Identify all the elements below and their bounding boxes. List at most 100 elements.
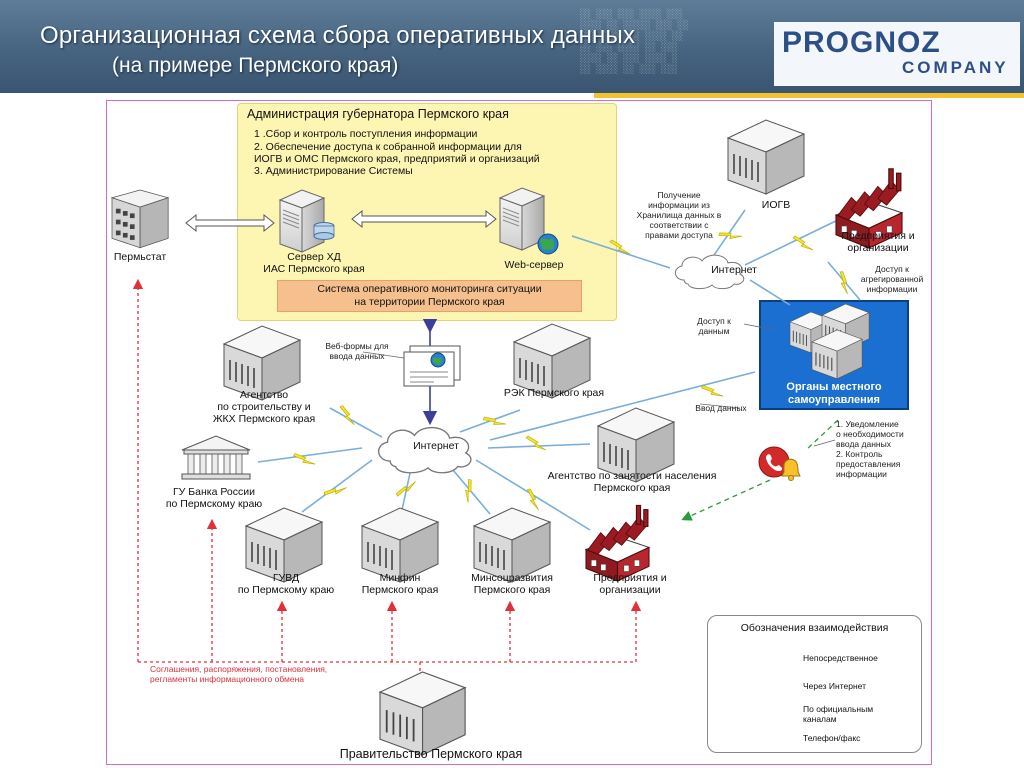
employment-agency-label: Агентство по занятости населения Пермско… — [520, 470, 744, 494]
bank-label-line-1: ГУ Банка России — [173, 486, 255, 498]
annotation-access-line: данным — [698, 326, 730, 336]
guvd-building-icon — [245, 507, 323, 583]
dw-server-label-2: ИАС Пермского края — [263, 263, 365, 275]
annotation-get-info-line: правами доступа — [645, 230, 713, 240]
dw-server-label-1: Сервер ХД — [287, 251, 341, 263]
minsoc-label: Минсоцразвития Пермского края — [452, 572, 572, 596]
diagram-frame — [106, 100, 932, 765]
minsoc-building-icon — [473, 507, 551, 583]
legend-internet-label: Через Интернет — [803, 681, 867, 691]
annotation-agreements-line: регламенты информационного обмена — [150, 674, 305, 684]
local-government-line-2: самоуправления — [788, 394, 880, 406]
admin-title: Администрация губернатора Пермского края — [247, 107, 509, 121]
annotation-aggregated-access: Доступ к агрегированной информации — [852, 264, 932, 294]
rek-label: РЭК Пермского края — [503, 387, 605, 399]
bank-label: ГУ Банка России по Пермскому краю — [144, 486, 284, 510]
minsoc-label-line-1: Минсоцразвития — [471, 572, 553, 584]
company-logo: PROGNOZ COMPANY — [774, 22, 1020, 86]
page-subtitle: (на примере Пермского края) — [112, 54, 399, 77]
minsoc-label-line-2: Пермского края — [473, 584, 551, 596]
monitoring-system-label: Система оперативного мониторинга ситуаци… — [277, 283, 582, 309]
logo-wordmark: PROGNOZ — [782, 26, 941, 59]
annotation-aggr-line: агрегированной — [860, 274, 924, 284]
minfin-label-line-2: Пермского края — [361, 584, 439, 596]
annotation-data-input: Ввод данных — [695, 403, 747, 413]
enterprises-top-line-2: организации — [847, 242, 909, 254]
admin-item: ИОГВ и ОМС Пермского края, предприятий и… — [254, 153, 540, 165]
monitoring-line-2: на территории Пермского края — [354, 296, 505, 308]
annotation-aggr-line: информации — [866, 284, 918, 294]
annotation-get-info-line: Хранилища данных в — [636, 210, 722, 220]
agency-construction-label: Агентство по строительству и ЖКХ Пермско… — [184, 389, 344, 425]
annotation-notify-line: 1. Уведомление — [836, 419, 899, 429]
enterprise-factory-icon-bottom — [585, 504, 650, 582]
legend-official-line-1: По официальным — [803, 704, 874, 714]
web-form-document-icon — [403, 345, 461, 387]
decorative-code-background: ░░ ░░░ ░░░ ░░░░ ░░░░░░░ ░░ ░░░░░ ░░░ ░░░… — [580, 10, 689, 75]
minfin-label: Минфин Пермского края — [340, 572, 460, 596]
legend-phone-label: Телефон/факс — [803, 733, 861, 743]
annotation-get-info-line: информации из — [648, 200, 710, 210]
iogv-building-icon — [727, 119, 805, 195]
bank-label-line-2: по Пермскому краю — [165, 498, 263, 510]
phone-alarm-icon — [758, 446, 801, 481]
guvd-label-line-2: по Пермскому краю — [237, 584, 335, 596]
annotation-access-line: Доступ к — [697, 316, 731, 326]
phone-lines — [681, 419, 839, 521]
header-banner: ░░ ░░░ ░░░ ░░░░ ░░░░░░░ ░░ ░░░░░ ░░░ ░░░… — [0, 0, 1024, 93]
employment-agency-line-2: Пермского края — [593, 482, 671, 494]
annotation-pointers — [362, 323, 836, 447]
annotation-get-info-line: соответствии с — [649, 220, 709, 230]
agency-construction-line-3: ЖКХ Пермского края — [212, 413, 316, 425]
page-title: Организационная схема сбора оперативных … — [40, 22, 636, 49]
direct-arrows — [185, 209, 497, 233]
admin-item: 1 .Сбор и контроль поступления информаци… — [254, 128, 478, 140]
local-government-label: Органы местного самоуправления — [759, 381, 909, 407]
government-building-icon — [379, 671, 467, 756]
minfin-label-line-1: Минфин — [379, 572, 421, 584]
permstat-building-icon — [110, 189, 170, 249]
annotation-web-forms: Веб-формы для ввода данных — [312, 341, 402, 361]
official-channel-lines — [132, 278, 642, 676]
bank-icon — [181, 435, 251, 480]
annotation-notify-line: ввода данных — [836, 439, 891, 449]
annotation-notify-line: о необходимости — [836, 429, 904, 439]
annotation-notification: 1. Уведомление о необходимости ввода дан… — [836, 419, 932, 479]
guvd-label: ГУВД по Пермскому краю — [216, 572, 356, 596]
enterprises-bottom-label: Предприятия и организации — [572, 572, 688, 596]
agency-construction-line-2: по строительству и — [217, 401, 311, 413]
enterprises-top-line-1: Предприятия и — [841, 230, 915, 242]
annotation-aggr-line: Доступ к — [875, 264, 909, 274]
guvd-label-line-1: ГУВД — [272, 572, 300, 584]
legend — [707, 615, 922, 753]
monitoring-line-1: Система оперативного мониторинга ситуаци… — [317, 283, 542, 295]
annotation-get-info: Получение информации из Хранилища данных… — [626, 190, 732, 240]
local-government-buildings-icon — [789, 303, 870, 380]
web-server-icon — [499, 187, 559, 255]
internet-middle-label: Интернет — [413, 440, 459, 452]
admin-item: 3. Администрирование Системы — [254, 165, 413, 177]
monitoring-system-box — [277, 280, 582, 312]
local-government-line-1: Органы местного — [786, 381, 882, 393]
legend-direct-label: Непосредственное — [803, 653, 878, 663]
admin-item: 2. Обеспечение доступа к собранной инфор… — [254, 141, 522, 153]
enterprises-bottom-line-1: Предприятия и — [593, 572, 667, 584]
annotation-agreements-line: Соглашения, распоряжения, постановления, — [150, 664, 328, 674]
legend-official-label: По официальным каналам — [803, 704, 873, 724]
web-server-label: Web-сервер — [504, 259, 564, 271]
enterprises-bottom-line-2: организации — [599, 584, 661, 596]
logo-subtext: COMPANY — [902, 58, 1009, 77]
annotation-webforms-line: ввода данных — [329, 351, 385, 361]
annotation-notify-line: 2. Контроль — [836, 449, 883, 459]
annotation-get-info-line: Получение — [657, 190, 701, 200]
annotation-webforms-line: Веб-формы для — [325, 341, 389, 351]
enterprises-top-label: Предприятия и организации — [823, 230, 933, 254]
internet-top-label: Интернет — [711, 264, 757, 276]
agency-construction-line-1: Агентство — [239, 389, 289, 401]
permstat-label: Пермьстат — [113, 251, 167, 263]
dw-server-label: Сервер ХД ИАС Пермского края — [254, 251, 374, 275]
legend-title: Обозначения взаимодействия — [740, 622, 889, 634]
minfin-building-icon — [361, 507, 439, 583]
annotation-agreements: Соглашения, распоряжения, постановления,… — [150, 664, 370, 684]
legend-official-line-2: каналам — [803, 714, 837, 724]
